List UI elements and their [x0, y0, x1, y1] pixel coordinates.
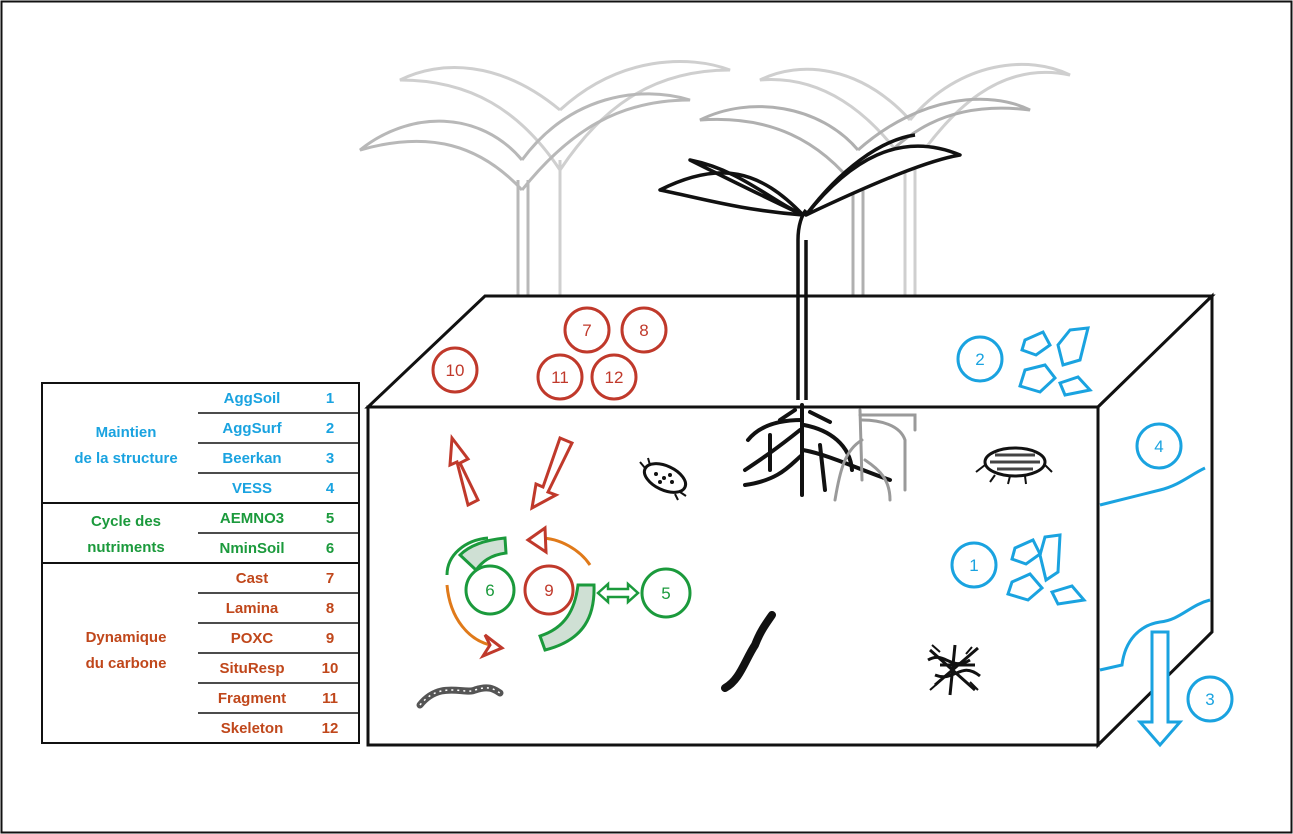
row-name: Beerkan	[222, 450, 281, 467]
group-label-carbon-1: Dynamique	[86, 629, 167, 646]
row-name: SituResp	[219, 660, 284, 677]
row-name: AggSurf	[222, 420, 282, 437]
svg-text:9: 9	[544, 581, 553, 600]
svg-text:2: 2	[975, 350, 984, 369]
row-num: 10	[322, 660, 339, 677]
svg-text:4: 4	[1154, 437, 1163, 456]
marker-6: 6	[466, 566, 514, 614]
row-num: 4	[326, 480, 335, 497]
row-num: 9	[326, 630, 334, 647]
row-name: POXC	[231, 630, 274, 647]
row-num: 11	[322, 690, 338, 707]
marker-11: 11	[538, 355, 582, 399]
row-num: 8	[326, 600, 334, 617]
marker-12: 12	[592, 355, 636, 399]
indicator-table: Maintien de la structure Cycle des nutri…	[42, 383, 359, 743]
row-num: 3	[326, 450, 334, 467]
row-num: 7	[326, 570, 334, 587]
marker-3: 3	[1188, 677, 1232, 721]
group-label-nutrients-2: nutriments	[87, 539, 165, 556]
row-num: 12	[322, 720, 339, 737]
soil-block	[368, 296, 1212, 745]
row-name: Cast	[236, 570, 269, 587]
svg-text:7: 7	[582, 321, 591, 340]
row-name: Skeleton	[221, 720, 284, 737]
row-name: Fragment	[218, 690, 286, 707]
row-name: NminSoil	[219, 540, 284, 557]
group-label-carbon-2: du carbone	[86, 655, 167, 672]
row-name: VESS	[232, 480, 272, 497]
svg-text:3: 3	[1205, 690, 1214, 709]
row-num: 6	[326, 540, 334, 557]
marker-10: 10	[433, 348, 477, 392]
svg-text:11: 11	[551, 368, 569, 387]
marker-9: 9	[525, 566, 573, 614]
row-name: AEMNO3	[220, 510, 284, 527]
row-num: 2	[326, 420, 334, 437]
svg-text:5: 5	[661, 584, 670, 603]
svg-text:1: 1	[969, 556, 978, 575]
marker-7: 7	[565, 308, 609, 352]
marker-4: 4	[1137, 424, 1181, 468]
row-num: 1	[326, 390, 334, 407]
marker-5: 5	[642, 569, 690, 617]
group-label-nutrients-1: Cycle des	[91, 513, 161, 530]
svg-text:8: 8	[639, 321, 648, 340]
svg-text:12: 12	[605, 368, 624, 387]
group-label-structure-1: Maintien	[96, 424, 157, 441]
row-name: AggSoil	[224, 390, 281, 407]
svg-text:10: 10	[446, 361, 465, 380]
marker-8: 8	[622, 308, 666, 352]
marker-2: 2	[958, 337, 1002, 381]
row-name: Lamina	[226, 600, 279, 617]
group-label-structure-2: de la structure	[74, 450, 177, 467]
svg-text:6: 6	[485, 581, 494, 600]
row-num: 5	[326, 510, 334, 527]
marker-1: 1	[952, 543, 996, 587]
